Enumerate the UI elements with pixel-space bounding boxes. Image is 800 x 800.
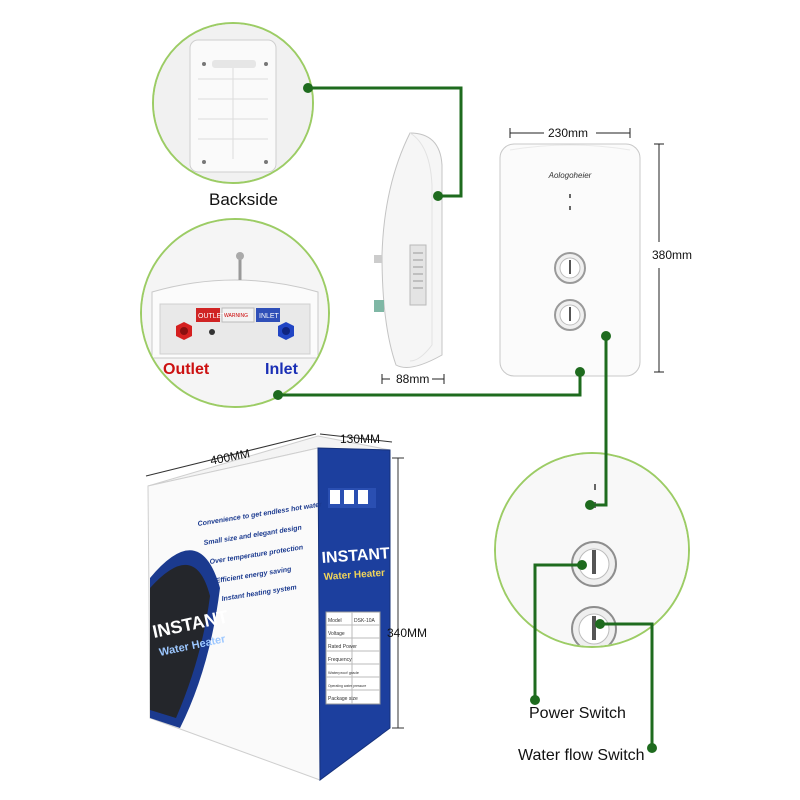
spec-row: Rated Power bbox=[328, 644, 357, 650]
spec-row: Frequency bbox=[328, 657, 352, 663]
box-dimension-lines bbox=[145, 433, 404, 729]
water-flow-switch-label: Water flow Switch bbox=[518, 747, 645, 764]
spec-row: Waterproof grade bbox=[328, 670, 360, 675]
box-height-label: 340MM bbox=[387, 626, 428, 640]
controls-detail-circle bbox=[494, 452, 690, 648]
box-width-label: 130MM bbox=[340, 432, 381, 446]
heater-front-view: Aologoheier bbox=[499, 143, 641, 377]
inlet-label: Inlet bbox=[265, 361, 298, 378]
controls-zoom-image bbox=[496, 454, 688, 646]
inlet-tag: INLET bbox=[259, 313, 280, 320]
outlet-tag: OUTLET bbox=[198, 313, 226, 320]
spec-row: Operating water pressure bbox=[328, 684, 366, 688]
brand-logo: Aologoheier bbox=[548, 171, 592, 180]
box-side-subtitle: Water Heater bbox=[323, 568, 385, 583]
spec-row: Package size bbox=[328, 696, 358, 702]
box-side-title: INSTANT bbox=[321, 545, 390, 567]
backside-label: Backside bbox=[209, 190, 278, 209]
height-label: 380mm bbox=[652, 248, 693, 262]
backside-panel-image bbox=[154, 24, 312, 182]
outlet-label: Outlet bbox=[163, 361, 210, 378]
warning-tag: WARNING bbox=[224, 313, 248, 319]
depth-label: 88mm bbox=[396, 372, 430, 386]
spec-model-value: DSK-10A bbox=[354, 618, 376, 624]
height-dimension-line bbox=[654, 143, 664, 373]
power-switch-label: Power Switch bbox=[529, 705, 626, 722]
width-dimension-line bbox=[509, 128, 631, 138]
width-label: 230mm bbox=[548, 126, 589, 140]
connection-detail-circle: OUTLET WARNING INLET bbox=[140, 218, 330, 408]
product-box: INSTANT Water Heater INSTANT Water Heate… bbox=[147, 435, 391, 781]
heater-side-profile bbox=[374, 132, 443, 368]
spec-table: Model DSK-10A Voltage Rated Power Freque… bbox=[326, 612, 380, 704]
connections-image: OUTLET WARNING INLET bbox=[142, 220, 328, 406]
spec-row: Voltage bbox=[328, 631, 345, 637]
backside-detail-circle bbox=[152, 22, 314, 184]
depth-dimension-line bbox=[381, 374, 445, 384]
spec-row: Model bbox=[328, 618, 342, 624]
